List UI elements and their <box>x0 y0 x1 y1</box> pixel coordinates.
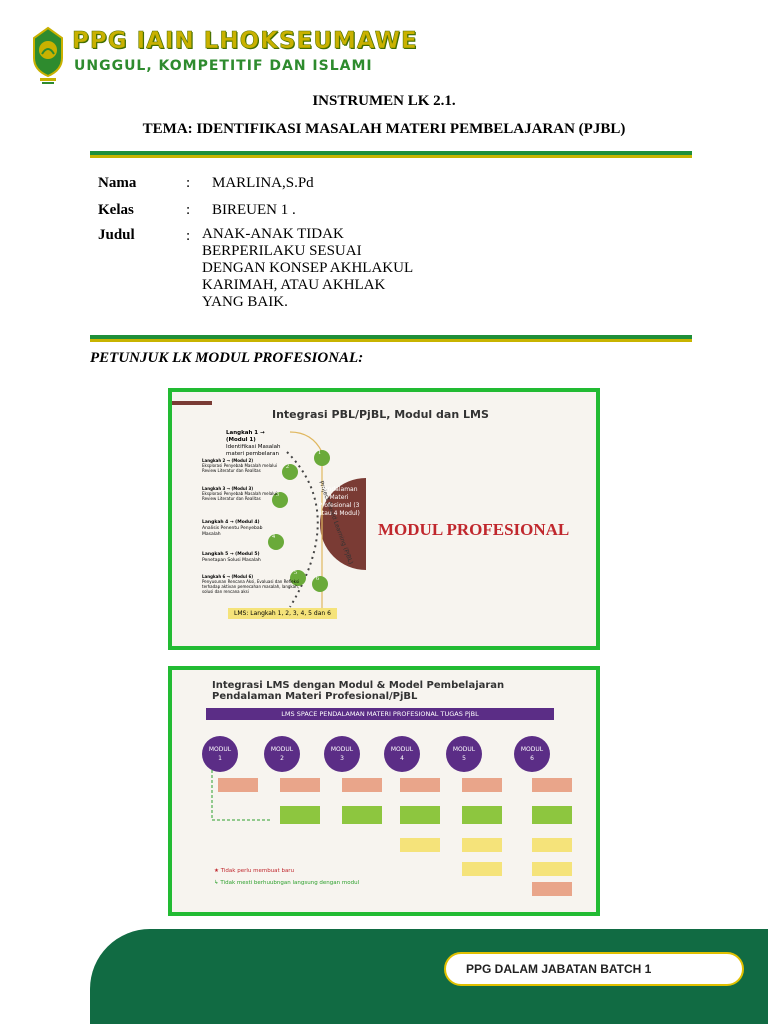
figure1-step-1: Langkah 1 → (Modul 1) Identifikasi Masal… <box>226 430 288 458</box>
divider-bottom <box>90 335 692 342</box>
figure2-title: Integrasi LMS dengan Modul & Model Pembe… <box>212 680 504 702</box>
step-text: Identifikasi Masalah materi pembelaran <box>226 444 281 457</box>
field-value-judul: ANAK-ANAK TIDAK BERPERILAKU SESUAI DENGA… <box>202 226 413 311</box>
field-colon: : <box>186 228 191 244</box>
figure1-title: Integrasi PBL/PjBL, Modul dan LMS <box>272 408 489 421</box>
figure1-side-label: MODUL PROFESIONAL <box>378 520 570 539</box>
brand-tagline: UNGGUL, KOMPETITIF DAN ISLAMI <box>74 58 373 74</box>
judul-line: DENGAN KONSEP AKHLAKUL <box>202 260 414 276</box>
divider-top <box>90 151 692 158</box>
step-text: Penyusunan Rencana Aksi, Evaluasi dan Re… <box>202 579 300 594</box>
step-number: 2 <box>286 464 289 470</box>
step-title: Langkah 2 → (Modul 2) <box>202 458 254 463</box>
field-colon: : <box>186 175 191 191</box>
field-value-kelas: BIREUEN 1 . <box>212 202 296 218</box>
step-number: 3 <box>276 492 279 498</box>
figure1-step-5: Langkah 5 → (Modul 5) Penetapan Solusi M… <box>202 552 282 564</box>
judul-line: BERPERILAKU SESUAI <box>202 243 362 259</box>
legend-star-text: Tidak perlu membuat baru <box>220 868 295 874</box>
field-colon: : <box>186 202 191 218</box>
figure1-step-3: Langkah 3 → (Modul 3) Eksplorasi Penyeba… <box>202 486 282 501</box>
section-heading: PETUNJUK LK MODUL PROFESIONAL: <box>90 350 364 366</box>
step-title: Langkah 4 → (Modul 4) <box>202 520 260 525</box>
figure1-step-6: Langkah 6 → (Modul 6) Penyusunan Rencana… <box>202 574 306 594</box>
judul-line: YANG BAIK. <box>202 294 288 310</box>
step-text: Eksplorasi Penyebab Masalah melalui Revi… <box>202 491 277 501</box>
footer-badge: PPG DALAM JABATAN BATCH 1 <box>444 952 744 986</box>
legend-arrow: ↳ Tidak mesti berhuubngan langsung denga… <box>214 880 360 886</box>
step-text: Penetapan Solusi Masalah <box>202 558 261 563</box>
step-title: Langkah 3 → (Modul 3) <box>202 486 254 491</box>
step-title: Langkah 1 → (Modul 1) <box>226 430 265 443</box>
step-number: 6 <box>316 576 319 582</box>
step-title: Langkah 5 → (Modul 5) <box>202 552 260 557</box>
figure-lms-integration: Integrasi LMS dengan Modul & Model Pembe… <box>168 666 600 916</box>
judul-line: ANAK-ANAK TIDAK <box>202 226 344 242</box>
field-label-nama: Nama <box>98 175 137 191</box>
step-number: 5 <box>294 570 297 576</box>
step-title: Langkah 6 → (Modul 6) <box>202 574 254 579</box>
figure2-title-line-2: Pendalaman Materi Profesional/PjBL <box>212 691 418 702</box>
step-number: 4 <box>272 534 275 540</box>
field-label-kelas: Kelas <box>98 202 134 218</box>
figure1-diagram <box>268 431 366 614</box>
legend-arrow-text: Tidak mesti berhuubngan langsung dengan … <box>220 880 360 886</box>
figure2-flow <box>211 770 572 896</box>
figure1-half-circle-label: Pendalaman Materi Profesional (3 atau 4 … <box>318 486 360 517</box>
figure1-step-2: Langkah 2 → (Modul 2) Eksplorasi Penyeba… <box>202 458 282 473</box>
field-value-nama: MARLINA,S.Pd <box>212 175 314 191</box>
document-title: INSTRUMEN LK 2.1. <box>312 93 456 109</box>
figure1-accent <box>172 401 212 405</box>
figure1-lms-label: LMS: Langkah 1, 2, 3, 4, 5 dan 6 <box>228 608 337 619</box>
legend-star: ★ Tidak perlu membuat baru <box>214 868 295 874</box>
figure2-banner: LMS SPACE PENDALAMAN MATERI PROFESIONAL … <box>206 708 554 720</box>
figure-pbl-modul-lms: Integrasi PBL/PjBL, Modul dan LMS Projec… <box>168 388 600 650</box>
document-theme: TEMA: IDENTIFIKASI MASALAH MATERI PEMBEL… <box>142 121 626 137</box>
figure1-step-4: Langkah 4 → (Modul 4) Analisis Penentu P… <box>202 520 282 538</box>
brand-title: PPG IAIN LHOKSEUMAWE <box>72 28 418 55</box>
judul-line: KARIMAH, ATAU AKHLAK <box>202 277 386 293</box>
step-text: Eksplorasi Penyebab Masalah melalui Revi… <box>202 463 277 473</box>
field-label-judul: Judul <box>98 227 135 243</box>
iain-logo-icon <box>33 26 63 84</box>
step-text: Analisis Penentu Penyebab Masalah <box>202 526 263 537</box>
step-number: 1 <box>318 450 321 456</box>
figure2-title-line-1: Integrasi LMS dengan Modul & Model Pembe… <box>212 680 505 691</box>
